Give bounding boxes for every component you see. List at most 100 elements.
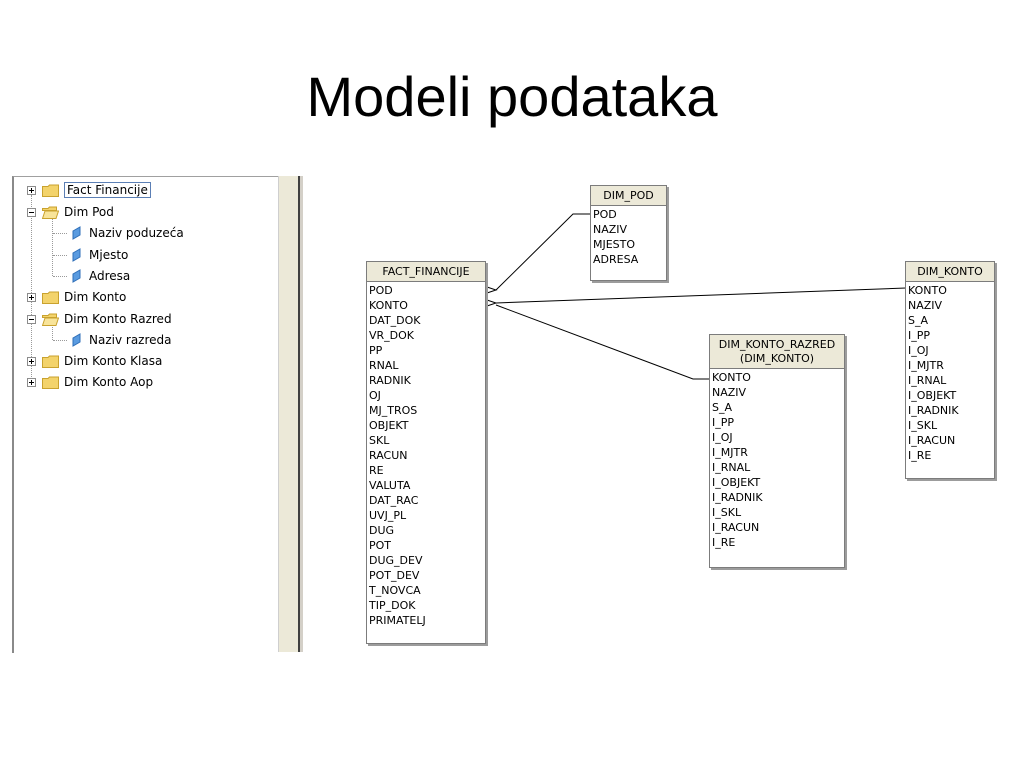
table-field[interactable]: DAT_RAC [369, 494, 419, 507]
tree-guide-line [31, 195, 32, 381]
table-field[interactable]: I_RADNIK [712, 491, 763, 504]
table-field[interactable]: POD [593, 208, 617, 221]
table-field[interactable]: NAZIV [712, 386, 747, 399]
tree-item-dim-konto-klasa[interactable]: Dim Konto Klasa [27, 351, 162, 371]
table-field[interactable]: S_A [712, 401, 733, 414]
table-header: DIM_KONTO_RAZRED (DIM_KONTO) [710, 335, 844, 369]
tree-item-mjesto[interactable]: Mjesto [68, 245, 128, 265]
table-field[interactable]: POT_DEV [369, 569, 420, 582]
table-field[interactable]: I_PP [908, 329, 931, 342]
table-field[interactable]: MJ_TROS [369, 404, 418, 417]
tree-item-dim-konto-aop[interactable]: Dim Konto Aop [27, 372, 153, 392]
tree-item-naziv-poduzeca[interactable]: Naziv poduzeća [68, 223, 184, 243]
table-field[interactable]: I_RACUN [908, 434, 956, 447]
table-field[interactable]: DUG_DEV [369, 554, 423, 567]
folder-icon [42, 355, 59, 368]
table-field[interactable]: DAT_DOK [369, 314, 421, 327]
relation-pod [495, 213, 591, 291]
table-field[interactable]: I_SKL [908, 419, 938, 432]
table-field[interactable]: I_OJ [712, 431, 733, 444]
crows-foot-icon [483, 298, 498, 308]
open-folder-icon [42, 206, 59, 219]
table-field[interactable]: RADNIK [369, 374, 411, 387]
table-field[interactable]: I_MJTR [712, 446, 748, 459]
table-field[interactable]: POD [369, 284, 393, 297]
relation-konto-razred [495, 304, 710, 380]
table-field[interactable]: NAZIV [908, 299, 943, 312]
folder-icon [42, 376, 59, 389]
table-field[interactable]: I_MJTR [908, 359, 944, 372]
table-field[interactable]: OJ [369, 389, 381, 402]
slide-title: Modeli podataka [306, 65, 718, 128]
table-field[interactable]: DUG [369, 524, 395, 537]
table-field[interactable]: VR_DOK [369, 329, 415, 342]
tree-item-fact-financije[interactable]: Fact Financije [27, 180, 151, 200]
table-field[interactable]: I_RNAL [908, 374, 947, 387]
panel-splitter[interactable] [298, 176, 304, 652]
table-field[interactable]: MJESTO [593, 238, 636, 251]
tree-item-label: Naziv poduzeća [89, 226, 184, 240]
table-field[interactable]: POT [369, 539, 392, 552]
tree-item-naziv-razreda[interactable]: Naziv razreda [68, 330, 172, 350]
table-field[interactable]: ADRESA [593, 253, 639, 266]
table-header-line: DIM_KONTO_RAZRED [718, 338, 836, 351]
table-fact-financije[interactable]: FACT_FINANCIJE POD KONTO DAT_DOK VR_DOK PP RN… [366, 261, 486, 644]
table-field[interactable]: I_RNAL [712, 461, 751, 474]
table-field[interactable]: TIP_DOK [369, 599, 416, 612]
tree-item-adresa[interactable]: Adresa [68, 266, 130, 286]
crows-foot-icon [483, 285, 498, 295]
table-field[interactable]: T_NOVCA [369, 584, 421, 597]
tree-item-dim-pod[interactable]: Dim Pod [27, 202, 114, 222]
table-field[interactable]: PRIMATELJ [369, 614, 426, 627]
table-field[interactable]: I_RADNIK [908, 404, 959, 417]
table-field[interactable]: RACUN [369, 449, 408, 462]
table-field[interactable]: I_OBJEKT [908, 389, 957, 402]
table-field[interactable]: RNAL [369, 359, 399, 372]
expand-toggle-icon[interactable] [27, 292, 36, 302]
table-field[interactable]: SKL [369, 434, 390, 447]
tree-guide-line [53, 255, 67, 256]
tree-item-dim-konto-razred[interactable]: Dim Konto Razred [27, 309, 172, 329]
table-header: FACT_FINANCIJE [367, 262, 485, 282]
expand-toggle-icon[interactable] [27, 356, 36, 366]
expand-toggle-icon[interactable] [27, 377, 36, 387]
table-field[interactable]: I_RE [908, 449, 932, 462]
collapse-toggle-icon[interactable] [27, 314, 36, 324]
table-field[interactable]: UVJ_PL [369, 509, 407, 522]
table-header-line: (DIM_KONTO) [739, 352, 815, 365]
expand-toggle-icon[interactable] [27, 185, 36, 195]
table-field[interactable]: I_OBJEKT [712, 476, 761, 489]
dimension-tree-panel[interactable]: Fact Financije Dim Pod Naziv poduzeća Mj… [12, 176, 280, 653]
table-field[interactable]: OBJEKT [369, 419, 409, 432]
table-field[interactable]: VALUTA [369, 479, 411, 492]
tree-item-label: Dim Pod [64, 205, 114, 219]
tree-guide-line [53, 233, 67, 234]
collapse-toggle-icon[interactable] [27, 207, 36, 217]
folder-icon [42, 291, 59, 304]
table-field[interactable]: KONTO [369, 299, 408, 312]
tree-item-dim-konto[interactable]: Dim Konto [27, 287, 126, 307]
table-field[interactable]: S_A [908, 314, 929, 327]
table-dim-konto-razred[interactable]: DIM_KONTO_RAZRED (DIM_KONTO) KONTO NAZIV S… [709, 334, 845, 568]
table-field[interactable]: I_SKL [712, 506, 742, 519]
tree-item-label: Fact Financije [64, 182, 151, 198]
table-field[interactable]: I_RE [712, 536, 736, 549]
table-field[interactable]: PP [369, 344, 383, 357]
table-field[interactable]: I_PP [712, 416, 735, 429]
table-field[interactable]: KONTO [712, 371, 751, 384]
table-field[interactable]: I_RACUN [712, 521, 760, 534]
tree-item-label: Dim Konto Razred [64, 312, 172, 326]
table-field[interactable]: RE [369, 464, 384, 477]
table-field[interactable]: KONTO [908, 284, 947, 297]
attribute-icon [72, 269, 81, 283]
attribute-icon [72, 248, 81, 262]
attribute-icon [72, 226, 81, 240]
tree-panel-scroll-area[interactable] [278, 176, 299, 652]
table-field[interactable]: I_OJ [908, 344, 929, 357]
table-field[interactable]: NAZIV [593, 223, 628, 236]
tree-item-label: Dim Konto Klasa [64, 354, 163, 368]
tree-item-label: Dim Konto [64, 290, 127, 304]
